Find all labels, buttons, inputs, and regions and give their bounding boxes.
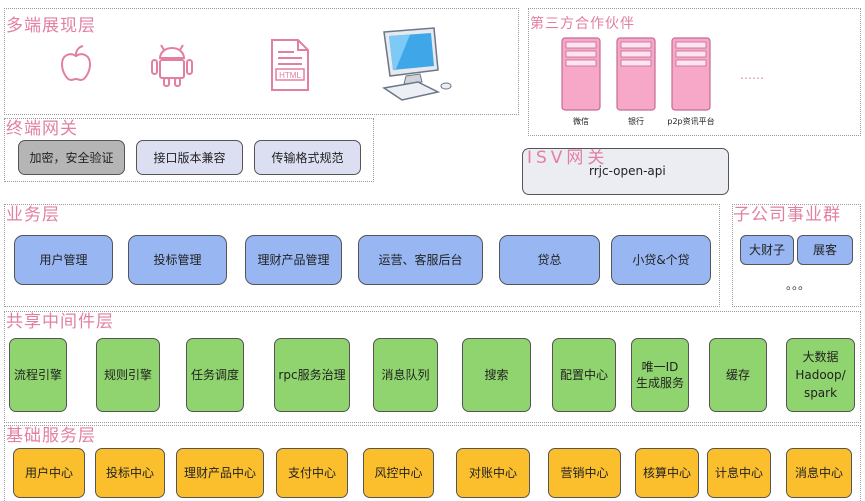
- server-label-wechat: 微信: [573, 117, 589, 126]
- gateway-format: 传输格式规范: [254, 140, 361, 175]
- server-icon: [616, 37, 656, 111]
- subsidiary-dacaizi: 大财子: [740, 235, 794, 265]
- android-icon: [151, 44, 193, 87]
- subsidiary-layer: [732, 204, 861, 307]
- html-file-icon: HTML: [271, 39, 309, 91]
- middleware-config-center: 配置中心: [552, 338, 616, 412]
- partners-layer-title: 第三方合作伙伴: [530, 16, 635, 32]
- business-user-mgmt: 用户管理: [14, 235, 113, 285]
- base-product-center: 理财产品中心: [176, 448, 264, 498]
- base-risk-center: 风控中心: [363, 448, 434, 498]
- server-icon: [671, 37, 711, 111]
- base-user-center: 用户中心: [13, 448, 85, 498]
- middleware-search: 搜索: [462, 338, 531, 412]
- display-layer-title: 多端展现层: [6, 16, 96, 36]
- business-product-mgmt: 理财产品管理: [245, 235, 342, 285]
- subsidiary-layer-title: 子公司事业群: [733, 205, 841, 225]
- base-reconcile-center: 对账中心: [456, 448, 530, 498]
- business-ops-backend: 运营、客服后台: [358, 235, 483, 285]
- middleware-flow-engine: 流程引擎: [9, 338, 67, 412]
- gateway-layer: [4, 118, 374, 182]
- middleware-message-queue: 消息队列: [373, 338, 438, 412]
- apple-icon: [60, 45, 92, 82]
- partners-layer: [528, 8, 861, 136]
- base-bid-center: 投标中心: [95, 448, 165, 498]
- isv-gateway-box: [522, 148, 729, 195]
- server-icon: [561, 37, 601, 111]
- base-marketing-center: 营销中心: [548, 448, 621, 498]
- base-interest-center: 计息中心: [707, 448, 771, 498]
- middleware-id-service: 唯一ID 生成服务: [631, 338, 689, 412]
- display-layer: [4, 8, 519, 115]
- business-layer-title: 业务层: [6, 205, 60, 225]
- base-layer-title: 基础服务层: [6, 426, 96, 446]
- middleware-bigdata: 大数据 Hadoop/ spark: [786, 338, 855, 412]
- business-loan: 贷总: [499, 235, 600, 285]
- business-bid-mgmt: 投标管理: [128, 235, 227, 285]
- middleware-cache: 缓存: [709, 338, 767, 412]
- base-layer: [4, 425, 861, 501]
- svg-text:HTML: HTML: [279, 71, 301, 80]
- middleware-layer-title: 共享中间件层: [6, 312, 114, 332]
- middleware-rpc: rpc服务治理: [274, 338, 350, 412]
- middleware-rule-engine: 规则引擎: [96, 338, 160, 412]
- base-payment-center: 支付中心: [276, 448, 348, 498]
- middleware-layer: [4, 311, 861, 423]
- desktop-computer-icon: [382, 27, 452, 101]
- base-accounting-center: 核算中心: [635, 448, 699, 498]
- business-microloan: 小贷&个贷: [611, 235, 711, 285]
- gateway-encryption: 加密，安全验证: [18, 140, 125, 175]
- subsidiary-more: 。。。: [786, 278, 811, 292]
- middleware-scheduler: 任务调度: [186, 338, 244, 412]
- isv-gateway-label: rrjc-open-api: [589, 164, 666, 178]
- isv-gateway-title: ISV网关: [527, 148, 609, 168]
- business-layer: [4, 204, 720, 307]
- gateway-layer-title: 终端网关: [6, 119, 78, 139]
- gateway-version-compat: 接口版本兼容: [136, 140, 243, 175]
- server-label-bank: 银行: [628, 117, 644, 126]
- server-label-p2p: p2p资讯平台: [667, 117, 715, 126]
- base-message-center: 消息中心: [786, 448, 852, 498]
- partners-more: ……: [740, 68, 764, 82]
- subsidiary-zhanke: 展客: [797, 235, 853, 265]
